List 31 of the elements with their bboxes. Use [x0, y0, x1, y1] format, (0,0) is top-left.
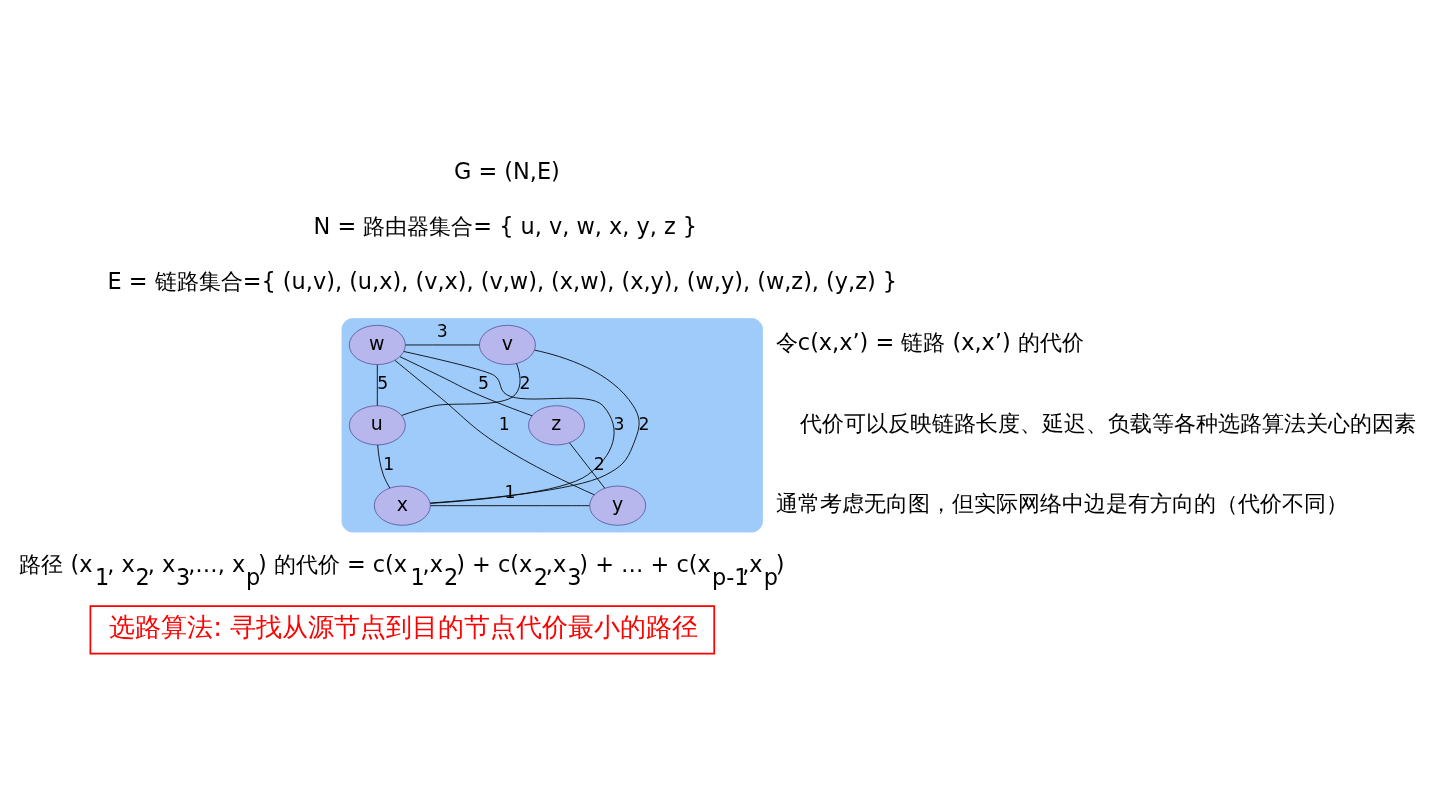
edge-label: 1: [383, 453, 395, 474]
node-ellipse: u: [348, 404, 406, 445]
node-ellipse: v: [479, 324, 536, 365]
node-box: 选路算法: 寻找从源节点到目的节点代价最小的路径: [89, 604, 716, 654]
connector: [399, 355, 533, 416]
node-ellipse: x: [373, 485, 431, 526]
edge-label: 5: [377, 372, 389, 393]
label: 通常考虑无向图，但实际网络中边是有方向的（代价不同）: [775, 489, 1348, 516]
edge-label: 3: [613, 413, 625, 434]
edge-label: 2: [519, 372, 531, 393]
label: 代价可以反映链路长度、延迟、负载等各种选路算法关心的因素: [799, 409, 1416, 436]
edge-label: 1: [498, 413, 510, 434]
connector: [377, 444, 391, 489]
label: 令c(x,x’) = 链路 (x,x’) 的代价: [775, 328, 1084, 355]
connector: [569, 441, 606, 489]
label: G = (N,E): [454, 157, 560, 184]
connector: [376, 363, 378, 406]
connector: [394, 359, 595, 495]
node-ellipse: z: [528, 404, 585, 445]
connector: [403, 350, 615, 504]
label: N = 路由器集合= { u, v, w, x, y, z }: [313, 212, 698, 239]
node-ellipse: y: [589, 485, 647, 526]
node-ellipse: w: [348, 324, 406, 365]
edge-label: 5: [478, 372, 490, 393]
connector: [430, 504, 590, 506]
connector: [401, 362, 521, 416]
connector: [429, 349, 640, 503]
cluster: [341, 317, 763, 532]
label: E = 链路集合={ (u,v), (u,x), (v,x), (v,w), (x,w), (x,y), (w,y), (w,z), (y,z) }: [107, 267, 898, 294]
edge-label: 2: [638, 413, 650, 434]
edge-label: 3: [436, 320, 448, 341]
